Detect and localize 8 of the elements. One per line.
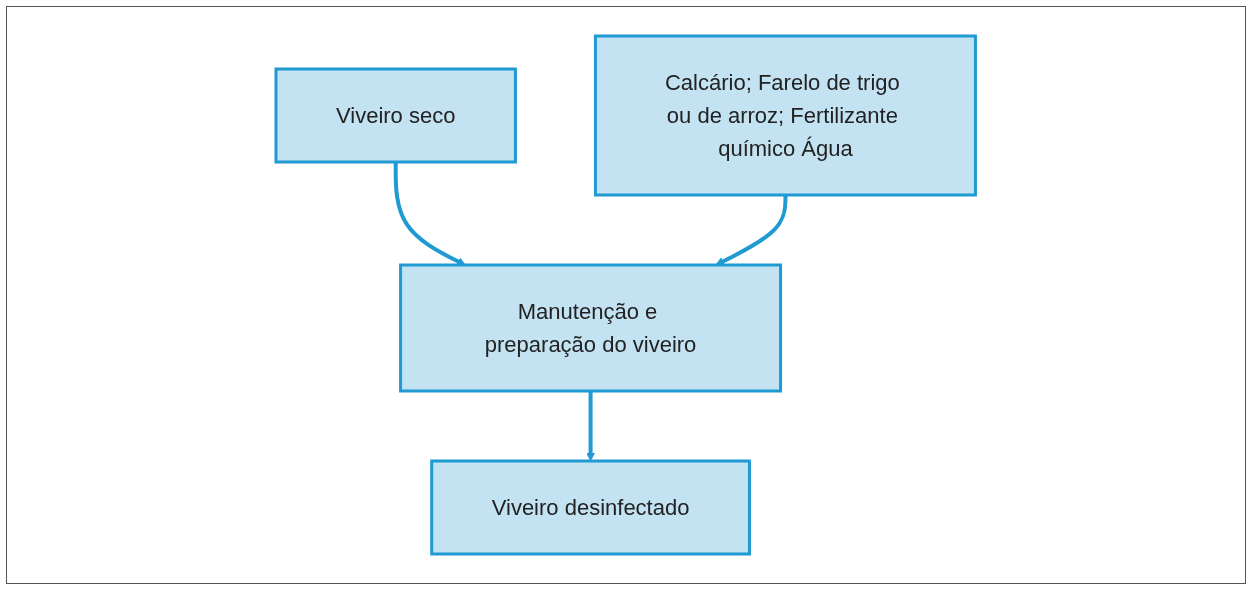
node-box: [274, 67, 518, 164]
arrow: [586, 391, 596, 462]
node-box: [430, 459, 752, 556]
arrow: [394, 162, 466, 266]
node-box: [594, 34, 978, 197]
arrow: [715, 195, 788, 266]
diagram-frame: Calcário; Farelo de trigo ou de arroz; Fertilizante químico Água Viveiro seco Manutenção e preparação do viveiro Viveiro desinfectado: [6, 6, 1246, 584]
node-box: [399, 263, 783, 393]
